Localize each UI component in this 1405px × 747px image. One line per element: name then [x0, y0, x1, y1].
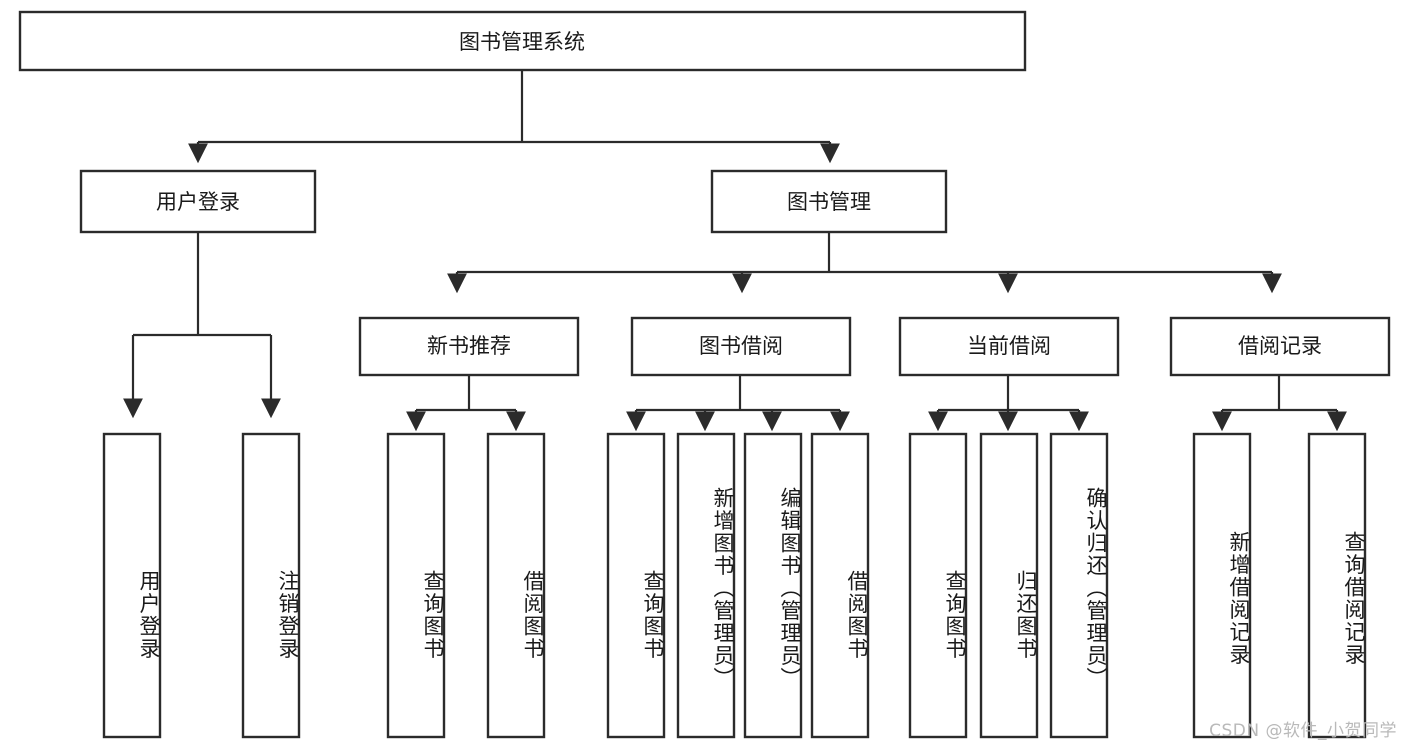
leaf-box [979, 432, 1039, 739]
leaf-box [1049, 432, 1109, 739]
leaf-box [241, 432, 301, 739]
leaf-box [1307, 432, 1367, 739]
node-book-borrow[interactable]: 图书借阅 [630, 316, 852, 377]
node-borrow-record-label: 借阅记录 [1238, 334, 1322, 358]
connector-newbook-to-leaves [406, 375, 526, 432]
node-book-management[interactable]: 图书管理 [710, 169, 948, 234]
leaf-box [810, 432, 870, 739]
leaf-box [486, 432, 546, 739]
node-current-borrow[interactable]: 当前借阅 [898, 316, 1120, 377]
leaf-box [102, 432, 162, 739]
connector-bookmgmt-to-level3 [447, 232, 1282, 294]
node-root-label: 图书管理系统 [459, 30, 585, 54]
node-new-book-recommend[interactable]: 新书推荐 [358, 316, 580, 377]
node-new-book-recommend-label: 新书推荐 [427, 334, 511, 358]
connector-userlogin-to-leaves [123, 232, 281, 419]
leaf-box [908, 432, 968, 739]
leaf-box [1192, 432, 1252, 739]
csdn-watermark: CSDN @软件_小贺同学 [1209, 721, 1397, 741]
node-book-management-label: 图书管理 [787, 190, 871, 214]
node-user-login-label: 用户登录 [156, 190, 240, 214]
node-borrow-record[interactable]: 借阅记录 [1169, 316, 1391, 377]
node-current-borrow-label: 当前借阅 [967, 334, 1051, 358]
connector-borrowrecord-to-leaves [1212, 375, 1347, 432]
node-root-system[interactable]: 图书管理系统 [18, 10, 1027, 72]
connector-currentborrow-to-leaves [928, 375, 1089, 432]
connector-root-to-level2 [188, 70, 840, 164]
connector-bookborrow-to-leaves [626, 375, 850, 432]
leaf-box [743, 432, 803, 739]
leaf-box [386, 432, 446, 739]
leaf-box [606, 432, 666, 739]
leaf-boxes [102, 432, 1367, 739]
node-book-borrow-label: 图书借阅 [699, 334, 783, 358]
leaf-box [676, 432, 736, 739]
node-user-login[interactable]: 用户登录 [79, 169, 317, 234]
